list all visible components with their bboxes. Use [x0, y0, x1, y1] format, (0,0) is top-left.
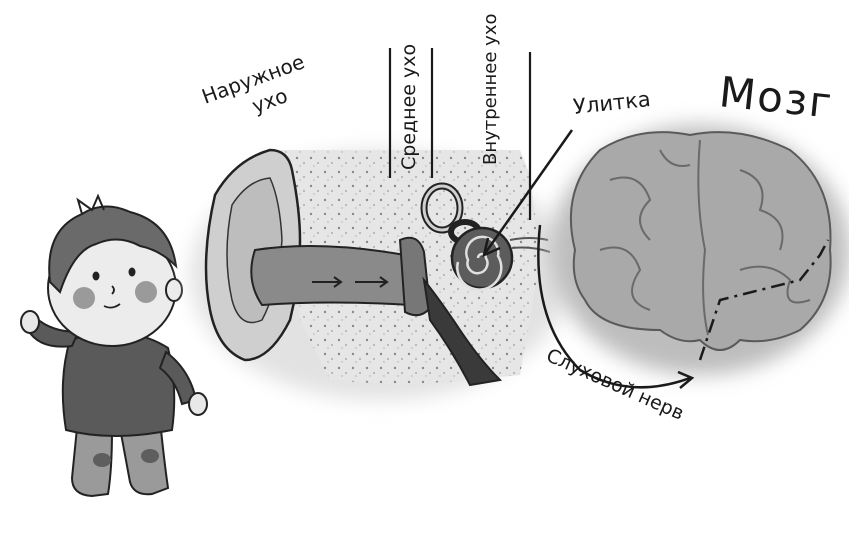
- cochlea-label: Улитка: [572, 87, 652, 119]
- outer-ear-label: Наружное ухо: [199, 49, 317, 133]
- inner-ear-label: Внутреннее ухо: [480, 14, 501, 165]
- brain: [550, 125, 849, 375]
- child-figure: [21, 196, 207, 496]
- brain-label: Мозг: [717, 67, 836, 128]
- ear-cross-section: [190, 150, 570, 400]
- middle-ear-label: Среднее ухо: [398, 44, 420, 170]
